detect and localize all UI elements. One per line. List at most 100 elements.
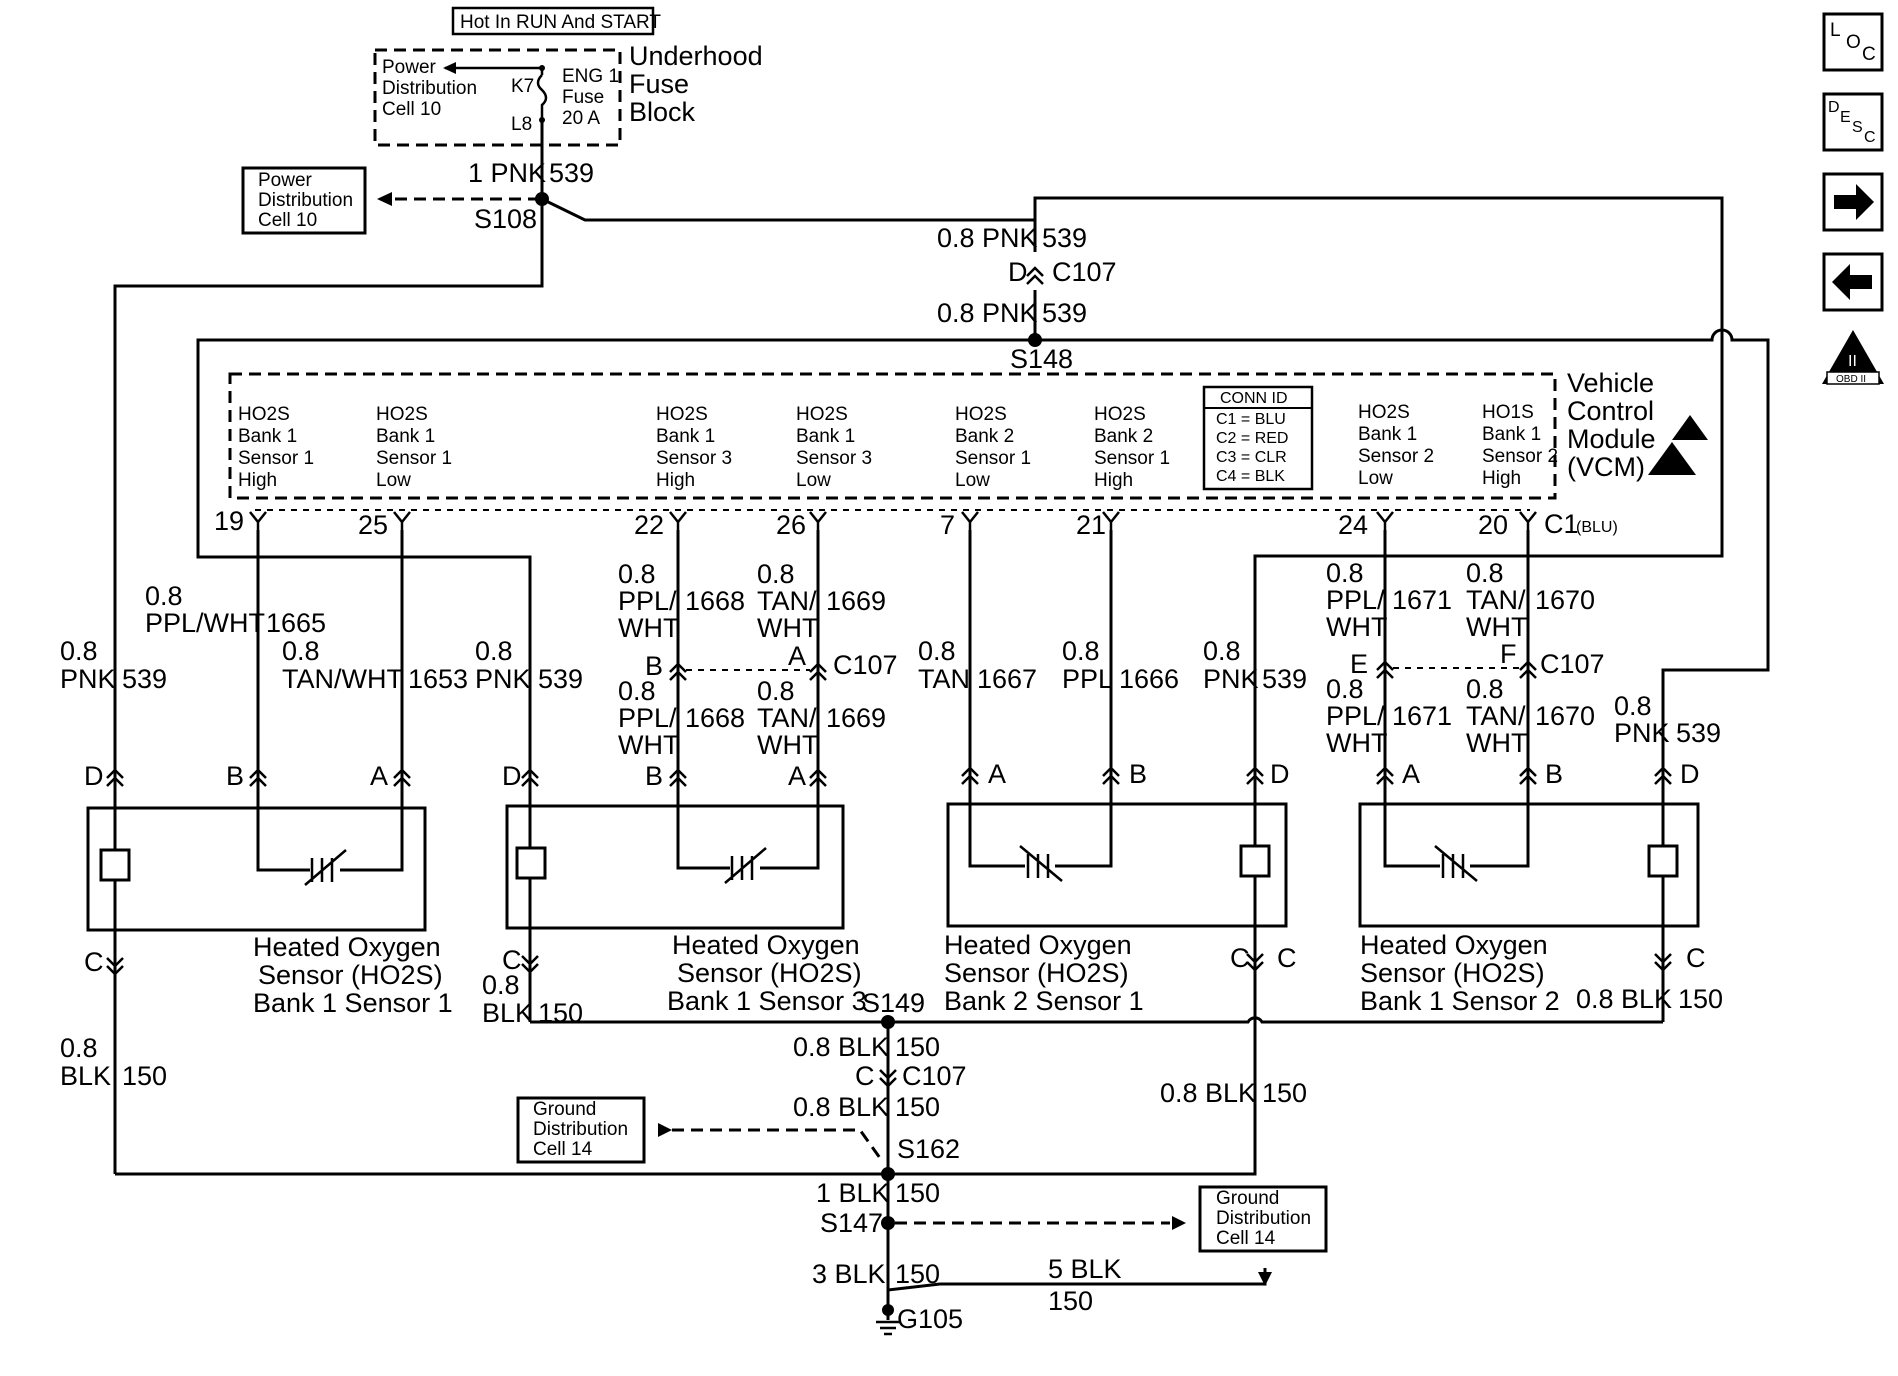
sensor-b1s3-pin-a: A (788, 761, 806, 791)
wire-1671-bot-size: 0.8 (1326, 674, 1364, 704)
sensor-b2s1-pin-c: C (1230, 943, 1250, 973)
wire-1653-size: 0.8 (282, 636, 320, 666)
desc-button[interactable]: D E S C (1822, 92, 1884, 152)
ground-dist1-line3: Cell 14 (533, 1139, 593, 1160)
wire-1670-bot-size: 0.8 (1466, 674, 1504, 704)
pin22-line3: Sensor 3 (656, 448, 732, 469)
vcm-title-line1: Vehicle (1567, 368, 1654, 398)
wire-1671-top-size: 0.8 (1326, 558, 1364, 588)
blk-b1s2-circuit: 150 (1678, 984, 1723, 1014)
pin-26-number: 26 (776, 510, 806, 540)
c107-b-terminal-icon (669, 662, 687, 681)
left-arrow-icon[interactable] (1832, 264, 1872, 300)
vcm-outline (228, 372, 1557, 500)
right-arrow-icon[interactable] (1834, 184, 1874, 220)
blk-s162-label: 0.8 BLK (793, 1092, 889, 1122)
wire-blk-right-ground (888, 1022, 1257, 1176)
wire-1669-bot-color2: WHT (757, 730, 818, 760)
sensor-b2s1-title1: Heated Oxygen (944, 930, 1132, 960)
c107-mid-a-label: C107 (833, 650, 898, 680)
pin-21-number: 21 (1076, 510, 1106, 540)
sensor-b1s3-title1: Heated Oxygen (672, 930, 860, 960)
wire-08pnk-a-label: 0.8 PNK (937, 223, 1038, 253)
c107-mid-pin-e: E (1350, 649, 1368, 679)
ground-symbol-icon (876, 1320, 900, 1336)
fuse-pin-k7-dot (539, 65, 545, 71)
blk1-label: 1 BLK (816, 1178, 890, 1208)
c107-f-terminal-icon (1519, 660, 1537, 679)
wire-1666-circuit: 1666 (1119, 664, 1179, 694)
pin7-line4: Low (955, 470, 990, 491)
underhood-fuse-block-outline (373, 48, 622, 147)
blk-right-circuit: 150 (1262, 1078, 1307, 1108)
pin-24-number: 24 (1338, 510, 1368, 540)
conn-id-box (1202, 385, 1314, 491)
ground-dist2-line1: Ground (1216, 1188, 1279, 1209)
ground-dist1-arrow-icon (658, 1123, 672, 1137)
hot-in-run-label-box (451, 6, 655, 36)
wire-1669-circuit-top: 1669 (826, 586, 886, 616)
wire-1669-top-size: 0.8 (757, 559, 795, 589)
c107-bottom-terminal-icon (879, 1069, 897, 1088)
wire-1667-color: TAN (918, 664, 970, 694)
loc-icon[interactable] (1822, 12, 1884, 72)
pin24-line1: HO2S (1358, 402, 1410, 423)
pin24-line3: Sensor 2 (1358, 446, 1434, 467)
vcm-title-line3: Module (1567, 424, 1656, 454)
pin19-line1: HO2S (238, 404, 290, 425)
fuse-pin-k7: K7 (511, 76, 534, 97)
blk5-circuit: 150 (1048, 1286, 1093, 1316)
prev-page-button[interactable] (1822, 252, 1884, 312)
sensor-b2s1-pin-d: D (1270, 759, 1290, 789)
wire-1668-circuit-bot: 1668 (685, 703, 745, 733)
power-dist-box-line3: Cell 10 (258, 210, 317, 231)
wire-pnk-top-right (1033, 196, 1724, 331)
blk-left-circuit: 150 (122, 1061, 167, 1091)
wire-08pnk-b-circuit: 539 (1042, 298, 1087, 328)
prev-button-frame[interactable] (1822, 252, 1884, 312)
pin-19-number: 19 (214, 506, 244, 536)
wire-1666-size: 0.8 (1062, 636, 1100, 666)
wire-1669-bot-color1: TAN/ (757, 703, 817, 733)
sensor-b1s2-pin-b: B (1545, 759, 1563, 789)
pin-20-number: 20 (1478, 510, 1508, 540)
wire-1668-top-color2: WHT (618, 613, 679, 643)
fuse-name-line3: 20 A (562, 108, 600, 129)
obd-ii-icon (1822, 330, 1884, 384)
sensor-b1s3-signal (676, 806, 820, 870)
pin24-line2: Bank 1 (1358, 424, 1417, 445)
c107-mid-pin-a: A (788, 641, 806, 671)
sensor-b1s1-signal (256, 808, 404, 872)
next-page-button[interactable] (1822, 172, 1884, 232)
sensor-b2s1-pin-b: B (1129, 759, 1147, 789)
pin25-line4: Low (376, 470, 411, 491)
wire-1670-top-color2: WHT (1466, 612, 1527, 642)
c107-e-terminal-icon (1376, 660, 1394, 679)
desc-icon[interactable] (1822, 92, 1884, 152)
fuse-name-line1: ENG 1 (562, 66, 619, 87)
obd-ii-label-box (1826, 371, 1880, 385)
fuse-name-line2: Fuse (562, 87, 604, 108)
sensor-b1s2-pin-d: D (1680, 759, 1700, 789)
pin22-line4: High (656, 470, 695, 491)
pnk-s3-color: PNK (475, 664, 531, 694)
wire-1670-circuit-top: 1670 (1535, 585, 1595, 615)
wire-1668-bot-size: 0.8 (618, 676, 656, 706)
wire-1671-top-color2: WHT (1326, 612, 1387, 642)
vcm-title-line2: Control (1567, 396, 1654, 426)
pin20-line2: Bank 1 (1482, 424, 1541, 445)
pin22-line2: Bank 1 (656, 426, 715, 447)
loc-button[interactable]: L O C (1822, 12, 1884, 72)
blk-s3-color: BLK (482, 998, 533, 1028)
fuse-pin-l8: L8 (511, 114, 532, 135)
obd-ii-roman: II (1848, 353, 1857, 370)
sensor-bottom-terminals (106, 953, 1672, 976)
vcm-title-line4: (VCM) (1567, 452, 1645, 482)
sensor-b1s1-title2: Sensor (HO2S) (258, 960, 443, 990)
pin21-line4: High (1094, 470, 1133, 491)
ground-5blk-arrow-icon (1258, 1272, 1272, 1286)
wire-1669-top-color2: WHT (757, 613, 818, 643)
pin24-line4: Low (1358, 468, 1393, 489)
sensor-b1s1-heater-icon (99, 848, 131, 882)
fuse-block-title-line3: Block (629, 97, 696, 127)
